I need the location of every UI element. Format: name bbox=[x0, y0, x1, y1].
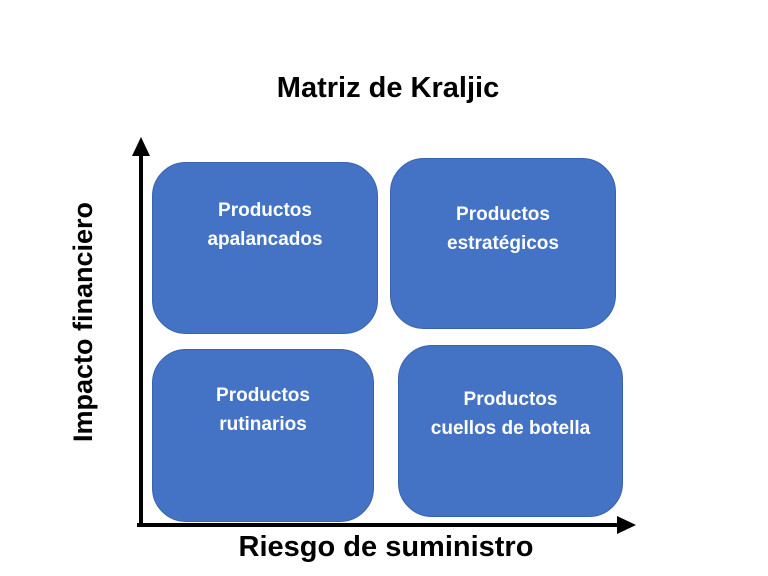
quadrant-label-line2: apalancados bbox=[207, 229, 323, 250]
quadrant-label-line1: Productos bbox=[456, 204, 550, 225]
quadrant-productos-rutinarios: Productos rutinarios bbox=[152, 349, 374, 522]
x-axis-label: Riesgo de suministro bbox=[238, 531, 534, 563]
x-axis-line bbox=[137, 523, 619, 527]
quadrant-productos-cuellos-de-botella: Productos cuellos de botella bbox=[398, 345, 623, 517]
quadrant-label-line1: Productos bbox=[218, 200, 312, 221]
y-axis-arrow-icon bbox=[132, 137, 150, 156]
quadrant-productos-apalancados: Productos apalancados bbox=[152, 162, 378, 334]
quadrant-label-line2: rutinarios bbox=[219, 414, 307, 435]
quadrant-label-line2: cuellos de botella bbox=[430, 418, 591, 439]
y-axis-line bbox=[139, 152, 143, 527]
quadrant-label-line1: Productos bbox=[463, 389, 558, 410]
x-axis-arrow-icon bbox=[617, 516, 636, 534]
quadrant-productos-estrategicos: Productos estratégicos bbox=[390, 158, 616, 329]
diagram-title: Matriz de Kraljic bbox=[276, 72, 500, 104]
quadrant-label-line1: Productos bbox=[216, 385, 310, 406]
y-axis-label: Impacto financiero bbox=[68, 201, 98, 443]
quadrant-label-line2: estratégicos bbox=[447, 233, 559, 254]
